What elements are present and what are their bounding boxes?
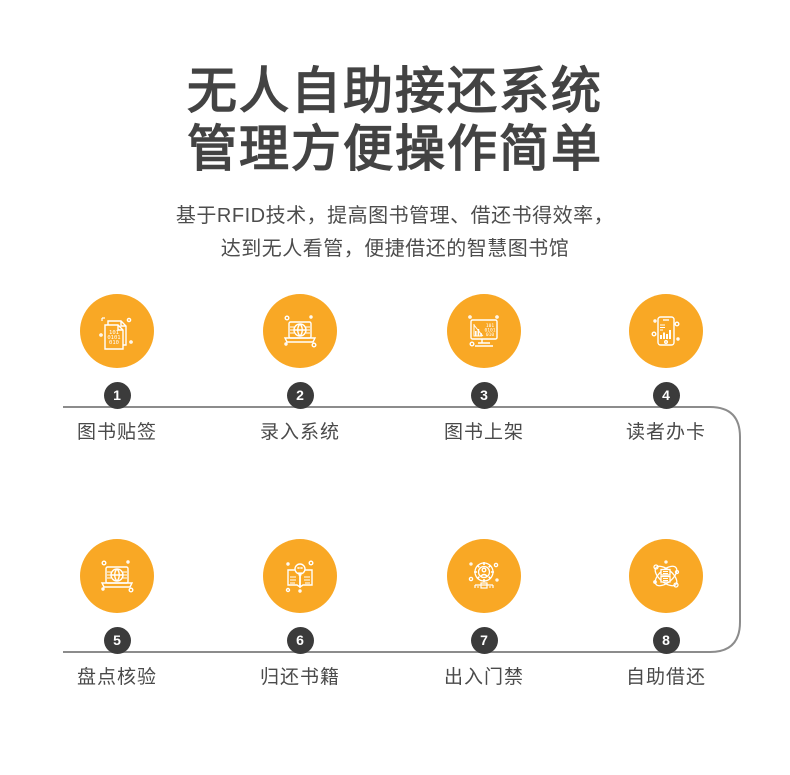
flow-step-1[interactable]: 101 0101 010 1 图书贴签 xyxy=(42,294,192,445)
svg-text:010: 010 xyxy=(486,332,495,338)
step-number-badge: 3 xyxy=(470,382,498,409)
binary-document-icon: 101 0101 010 xyxy=(80,294,154,368)
step-number-badge: 2 xyxy=(286,382,314,409)
svg-text:101: 101 xyxy=(486,323,495,329)
monitor-chart-binary-icon: 101 0101 010 xyxy=(447,294,521,368)
process-flow-diagram: 101 0101 010 1 图书贴签 xyxy=(0,294,790,714)
flow-step-label: 读者办卡 xyxy=(625,422,706,443)
step-number-badge: 8 xyxy=(652,627,680,654)
flow-step-label: 盘点核验 xyxy=(76,667,157,688)
flow-step-8[interactable]: 8 自助借还 xyxy=(591,539,741,690)
flow-step-7[interactable]: 7 出入门禁 xyxy=(409,539,559,690)
step-number-badge: 7 xyxy=(470,627,498,654)
flow-step-label: 出入门禁 xyxy=(443,667,524,688)
page-subtitle-line-2: 达到无人看管，便捷借还的智慧图书馆 xyxy=(220,238,570,260)
svg-text:010: 010 xyxy=(109,340,119,346)
flow-step-label: 图书上架 xyxy=(443,422,524,443)
laptop-globe-icon xyxy=(80,539,154,613)
page-title-line-2: 管理方便操作简单 xyxy=(187,121,603,177)
step-number-badge: 1 xyxy=(103,382,131,409)
gear-person-icon xyxy=(447,539,521,613)
svg-text:0101: 0101 xyxy=(107,335,120,341)
page-header: 无人自助接还系统 管理方便操作简单 基于RFID技术，提高图书管理、借还书得效率… xyxy=(0,0,790,266)
flow-step-6[interactable]: 6 归还书籍 xyxy=(225,539,375,690)
flow-row-top: 101 0101 010 1 图书贴签 xyxy=(0,294,790,494)
laptop-globe-icon xyxy=(263,294,337,368)
flow-step-4[interactable]: 4 读者办卡 xyxy=(591,294,741,445)
svg-text:0101: 0101 xyxy=(484,328,495,334)
page-subtitle: 基于RFID技术，提高图书管理、借还书得效率， 达到无人看管，便捷借还的智慧图书… xyxy=(0,200,790,266)
flow-step-label: 录入系统 xyxy=(259,422,340,443)
svg-text:101: 101 xyxy=(109,330,119,336)
step-number-badge: 4 xyxy=(652,382,680,409)
flow-row-bottom: 5 盘点核验 6 xyxy=(0,539,790,739)
step-number-badge: 6 xyxy=(286,627,314,654)
page-subtitle-line-1: 基于RFID技术，提高图书管理、借还书得效率， xyxy=(175,205,615,227)
step-number-badge: 5 xyxy=(103,627,131,654)
flow-step-3[interactable]: 101 0101 010 3 图书上架 xyxy=(409,294,559,445)
page-title-line-1: 无人自助接还系统 xyxy=(187,63,603,119)
flow-step-2[interactable]: 2 录入系统 xyxy=(225,294,375,445)
flow-step-5[interactable]: 5 盘点核验 xyxy=(42,539,192,690)
atom-documents-icon xyxy=(629,539,703,613)
flow-step-label: 图书贴签 xyxy=(76,422,157,443)
book-lightbulb-icon xyxy=(263,539,337,613)
smartphone-barchart-icon xyxy=(629,294,703,368)
flow-step-label: 归还书籍 xyxy=(259,667,340,688)
flow-step-label: 自助借还 xyxy=(625,667,706,688)
